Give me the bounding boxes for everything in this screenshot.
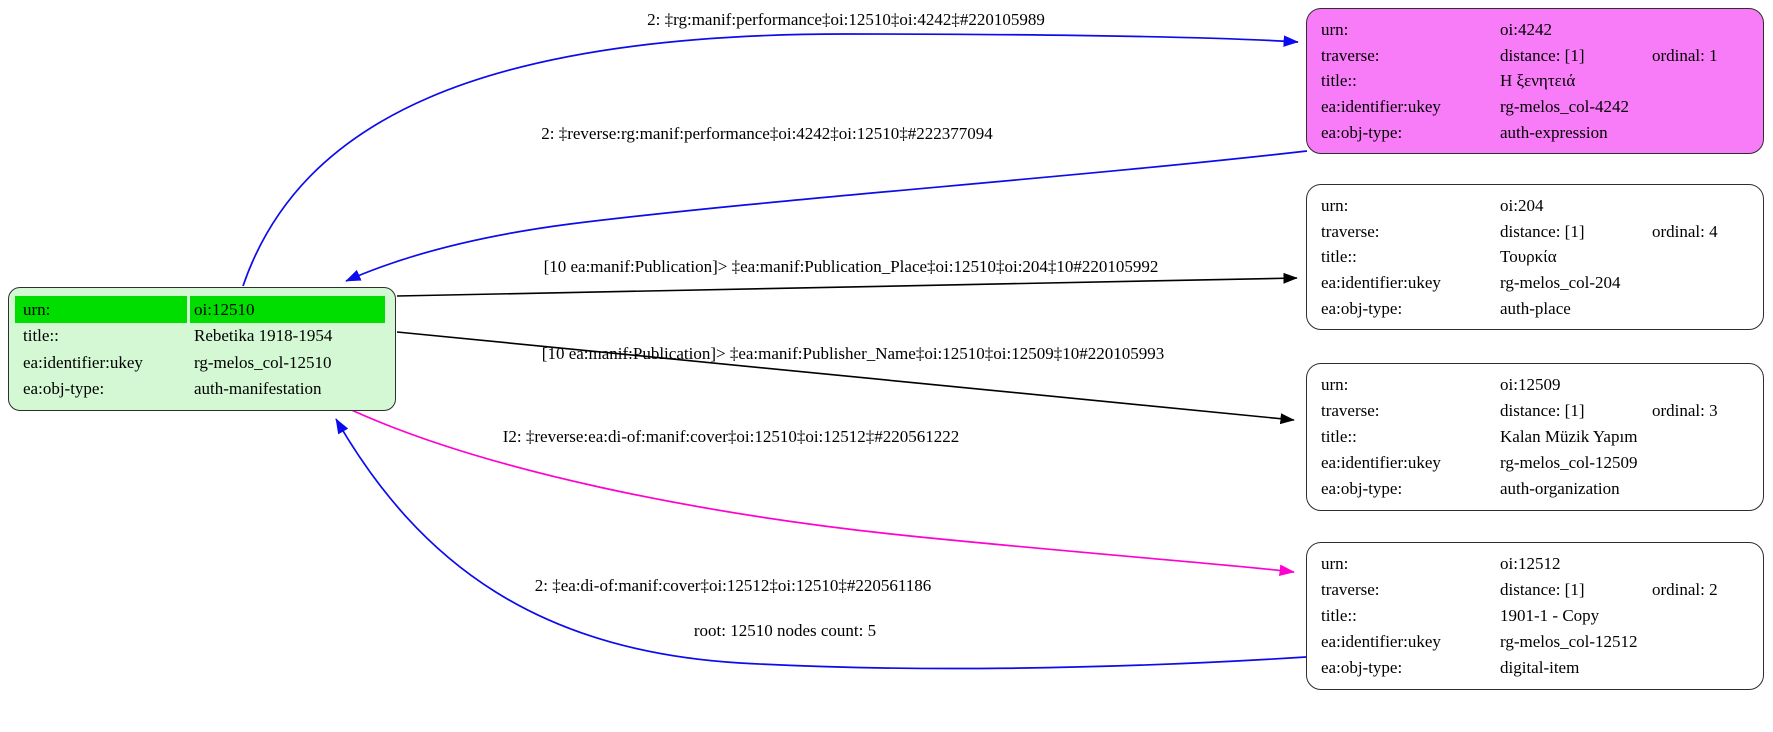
traverse-distance: distance: [1]: [1500, 580, 1585, 600]
field-key: traverse:: [1321, 45, 1380, 65]
edge-cover-fwd-line: [335, 418, 1307, 670]
field-value: auth-organization: [1500, 479, 1620, 499]
field-row-traverse: traverse: distance: [1] ordinal: 1: [1313, 43, 1753, 69]
edge-label-publisher-name: [10 ea:manif:Publication]> ‡ea:manif:Pub…: [541, 344, 1165, 363]
traverse-distance: distance: [1]: [1500, 221, 1585, 241]
field-value: 1901-1 - Copy: [1500, 606, 1600, 626]
node-oi-4242: urn: oi:4242 traverse: distance: [1] ord…: [1306, 8, 1764, 154]
field-key: urn:: [1321, 375, 1349, 395]
field-key: ea:obj-type:: [1321, 298, 1403, 318]
field-row-ukey: ea:identifier:ukey rg-melos_col-4242: [1313, 94, 1753, 120]
field-value: auth-manifestation: [194, 379, 322, 399]
traverse-ordinal: ordinal: 3: [1652, 401, 1718, 421]
field-key: urn:: [1321, 554, 1349, 574]
field-value: distance: [1] ordinal: 2: [1496, 579, 1753, 600]
node-oi-204: urn: oi:204 traverse: distance: [1] ordi…: [1306, 184, 1764, 330]
field-row-title: title:: Η ξενητειά: [1313, 68, 1753, 94]
field-value: auth-expression: [1500, 122, 1608, 142]
field-value: rg-melos_col-12512: [1500, 632, 1638, 652]
field-row-ukey: ea:identifier:ukey rg-melos_col-204: [1313, 270, 1753, 296]
field-key: traverse:: [1321, 221, 1380, 241]
field-row-ukey: ea:identifier:ukey rg-melos_col-12510: [15, 349, 385, 376]
field-key: ea:identifier:ukey: [1321, 453, 1441, 473]
field-key: title::: [1321, 606, 1357, 626]
field-value: oi:12509: [1500, 375, 1561, 395]
edge-label-publication-place: [10 ea:manif:Publication]> ‡ea:manif:Pub…: [543, 257, 1159, 276]
traverse-ordinal: ordinal: 1: [1652, 45, 1718, 65]
field-key: traverse:: [1321, 401, 1380, 421]
field-key: ea:obj-type:: [1321, 122, 1403, 142]
field-key: ea:identifier:ukey: [1321, 272, 1441, 292]
field-value: rg-melos_col-12510: [194, 352, 332, 372]
field-row-urn: urn: oi:12509: [1313, 372, 1753, 398]
field-value: Τουρκία: [1500, 247, 1557, 267]
field-value: oi:12510: [190, 296, 385, 323]
field-value: rg-melos_col-4242: [1500, 96, 1630, 116]
field-row-urn: urn: oi:204: [1313, 193, 1753, 219]
field-key: ea:identifier:ukey: [1321, 96, 1441, 116]
field-row-title: title:: Rebetika 1918-1954: [15, 323, 385, 350]
field-value: distance: [1] ordinal: 1: [1496, 45, 1753, 66]
edge-performance-rev-line: [345, 150, 1308, 282]
field-key: title::: [23, 326, 59, 346]
edge-label-cover-fwd: 2: ‡ea:di-of:manif:cover‡oi:12512‡oi:125…: [534, 576, 932, 595]
field-row-objtype: ea:obj-type: auth-expression: [1313, 119, 1753, 145]
field-value: Rebetika 1918-1954: [194, 326, 333, 346]
node-oi-12512: urn: oi:12512 traverse: distance: [1] or…: [1306, 542, 1764, 690]
field-value: oi:4242: [1500, 20, 1552, 40]
traverse-ordinal: ordinal: 2: [1652, 580, 1718, 600]
node-oi-12510: urn: oi:12510 title:: Rebetika 1918-1954…: [8, 287, 396, 411]
field-value: rg-melos_col-204: [1500, 272, 1621, 292]
field-value: digital-item: [1500, 658, 1580, 678]
field-row-urn: urn: oi:12510: [15, 296, 385, 323]
field-key: ea:obj-type:: [1321, 658, 1403, 678]
field-value: rg-melos_col-12509: [1500, 453, 1638, 473]
field-key: urn:: [1321, 196, 1349, 216]
edge-cover-rev-line: [344, 406, 1295, 577]
node-oi-12509: urn: oi:12509 traverse: distance: [1] or…: [1306, 363, 1764, 511]
field-key: traverse:: [1321, 580, 1380, 600]
field-row-traverse: traverse: distance: [1] ordinal: 2: [1313, 577, 1753, 603]
field-row-title: title:: Τουρκία: [1313, 244, 1753, 270]
field-row-objtype: ea:obj-type: auth-place: [1313, 295, 1753, 321]
traverse-ordinal: ordinal: 4: [1652, 221, 1718, 241]
field-row-title: title:: Kalan Müzik Yapım: [1313, 424, 1753, 450]
field-key: title::: [1321, 247, 1357, 267]
field-row-traverse: traverse: distance: [1] ordinal: 4: [1313, 219, 1753, 245]
edge-label-cover-rev: I2: ‡reverse:ea:di-of:manif:cover‡oi:125…: [502, 427, 960, 446]
field-key: title::: [1321, 427, 1357, 447]
field-row-objtype: ea:obj-type: digital-item: [1313, 655, 1753, 681]
field-row-urn: urn: oi:4242: [1313, 17, 1753, 43]
field-key: ea:obj-type:: [1321, 479, 1403, 499]
field-row-traverse: traverse: distance: [1] ordinal: 3: [1313, 398, 1753, 424]
traverse-distance: distance: [1]: [1500, 401, 1585, 421]
field-key: ea:obj-type:: [23, 379, 105, 399]
traverse-distance: distance: [1]: [1500, 45, 1585, 65]
field-value: distance: [1] ordinal: 4: [1496, 221, 1753, 242]
field-value: distance: [1] ordinal: 3: [1496, 400, 1753, 421]
edge-publication-place-line: [396, 272, 1298, 297]
field-row-urn: urn: oi:12512: [1313, 551, 1753, 577]
edge-publisher-name-line: [396, 331, 1295, 425]
field-value: Η ξενητειά: [1500, 71, 1576, 91]
field-key: ea:identifier:ukey: [1321, 632, 1441, 652]
field-row-objtype: ea:obj-type: auth-organization: [1313, 476, 1753, 502]
field-row-ukey: ea:identifier:ukey rg-melos_col-12512: [1313, 629, 1753, 655]
field-row-title: title:: 1901-1 - Copy: [1313, 603, 1753, 629]
edge-label-performance-fwd: 2: ‡rg:manif:performance‡oi:12510‡oi:424…: [647, 10, 1045, 29]
field-value: Kalan Müzik Yapım: [1500, 427, 1638, 447]
field-key: title::: [1321, 71, 1357, 91]
field-row-ukey: ea:identifier:ukey rg-melos_col-12509: [1313, 450, 1753, 476]
edge-label-performance-rev: 2: ‡reverse:rg:manif:performance‡oi:4242…: [541, 124, 993, 143]
field-key: urn:: [15, 296, 187, 323]
field-key: ea:identifier:ukey: [23, 352, 143, 372]
field-value: auth-place: [1500, 298, 1571, 318]
field-value: oi:12512: [1500, 554, 1561, 574]
field-row-objtype: ea:obj-type: auth-manifestation: [15, 376, 385, 403]
edge-performance-fwd-line: [242, 33, 1299, 287]
graph-root-label: root: 12510 nodes count: 5: [693, 621, 877, 640]
field-value: oi:204: [1500, 196, 1544, 216]
field-key: urn:: [1321, 20, 1349, 40]
